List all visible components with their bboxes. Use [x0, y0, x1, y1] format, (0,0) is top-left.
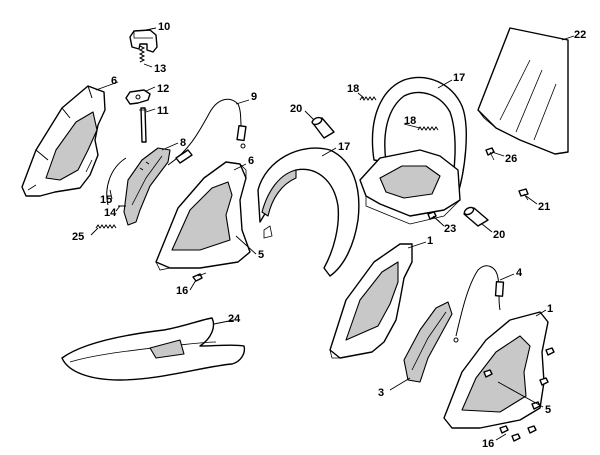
ref-label-part-9: 9 [251, 91, 257, 103]
ref-label-part-17-hoop: 17 [453, 72, 465, 84]
ref-label-part-18-lower: 18 [404, 115, 416, 127]
ref-label-part-16-lower: 16 [482, 438, 494, 450]
part-15-clip [106, 157, 127, 206]
part-24-tray [61, 317, 246, 381]
part-16-screw-group-lower [483, 347, 555, 442]
part-21-screw [518, 188, 529, 201]
ref-label-part-5-upper: 5 [258, 249, 264, 261]
ref-label-part-3: 3 [378, 387, 384, 399]
ref-label-part-1-cover: 1 [547, 303, 553, 315]
ref-label-part-18-upper: 18 [347, 83, 359, 95]
part-11-pin [139, 107, 147, 143]
ref-label-part-17-arch: 17 [338, 141, 350, 153]
ref-label-part-8: 8 [180, 137, 186, 149]
part-3-trigger [403, 301, 453, 383]
part-6-handle-cover [155, 161, 251, 271]
ref-label-part-16-upper: 16 [176, 285, 188, 297]
part-22-shield [477, 27, 569, 155]
part-17-hoop-handle [359, 76, 467, 225]
part-12-lever [125, 89, 151, 105]
ref-label-part-4: 4 [516, 267, 523, 279]
part-4-cable [453, 265, 505, 343]
ref-label-part-11: 11 [157, 105, 169, 117]
part-6-handle-half-left [21, 85, 106, 197]
part-17-arch-guard [257, 147, 360, 277]
part-16-screw-upper [192, 272, 207, 282]
ref-label-part-26: 26 [505, 153, 517, 165]
part-20-sleeve-lower [463, 206, 489, 227]
leader-lines [90, 27, 575, 441]
part-25-spring [95, 224, 117, 229]
ref-label-part-21: 21 [538, 201, 550, 213]
ref-label-part-1-left: 1 [427, 235, 433, 247]
ref-label-part-13: 13 [154, 63, 166, 75]
ref-label-part-24: 24 [228, 313, 241, 325]
part-18-spring-lower [417, 126, 439, 131]
part-1-handle-half [329, 243, 413, 359]
ref-label-part-10: 10 [158, 21, 170, 33]
ref-label-part-15: 15 [100, 194, 112, 206]
ref-label-part-6-cover: 6 [248, 155, 254, 167]
part-26-screw [485, 147, 495, 161]
ref-label-part-12: 12 [157, 83, 169, 95]
ref-label-part-6-left: 6 [111, 75, 117, 87]
part-8-trigger [123, 147, 171, 226]
ref-label-part-14: 14 [104, 207, 117, 219]
ref-label-part-5-lower: 5 [545, 404, 551, 416]
ref-label-part-22: 22 [574, 29, 586, 41]
part-1-handle-cover [443, 311, 549, 429]
reference-numbers: 10 13 12 11 6 8 15 14 25 9 6 5 16 20 17 … [72, 21, 586, 450]
ref-label-part-20-upper: 20 [290, 103, 302, 115]
ref-label-part-20-lower: 20 [493, 229, 505, 241]
ref-label-part-23: 23 [444, 223, 456, 235]
part-13-spring [138, 45, 146, 63]
part-20-sleeve-upper [311, 116, 335, 139]
ref-label-part-25: 25 [72, 231, 84, 243]
part-9-cable [167, 98, 247, 166]
part-18-spring-upper [359, 96, 377, 101]
